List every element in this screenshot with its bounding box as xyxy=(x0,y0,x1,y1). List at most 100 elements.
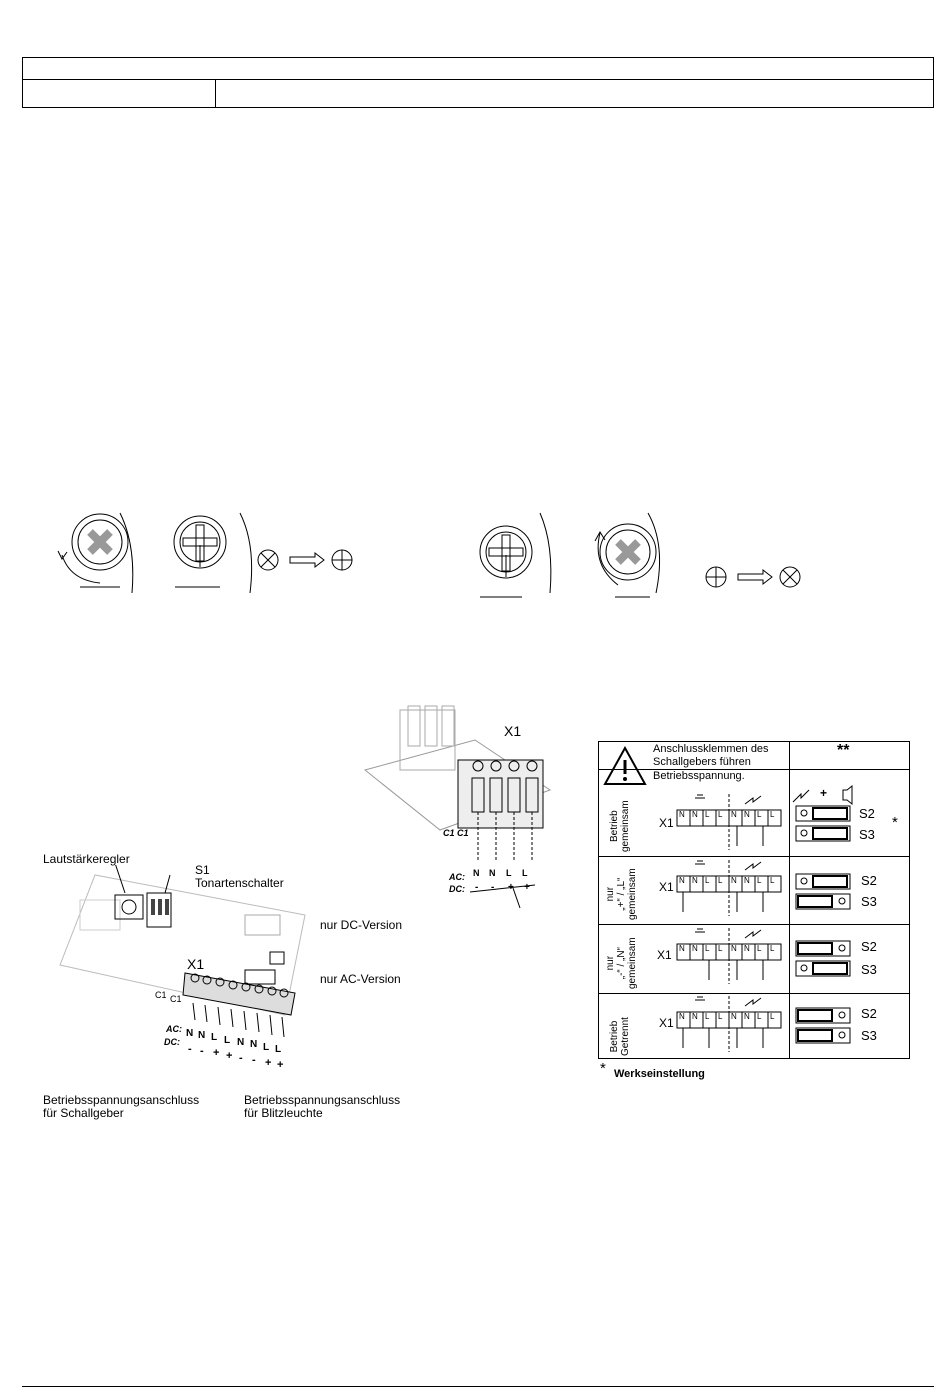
header-double-star: ** xyxy=(837,742,850,759)
terminal-ac-0: N xyxy=(473,868,480,878)
flash-plus-sound: + xyxy=(820,786,828,800)
board-c1-label-a: C1 xyxy=(155,990,167,1000)
row-1-label-1: nur xyxy=(605,886,616,902)
wiring-table-divider xyxy=(789,742,790,1058)
t2-5: N xyxy=(744,944,750,953)
terminal-dc-3: + xyxy=(524,882,530,893)
row-0-s2: S2 xyxy=(859,806,875,821)
row-1-terminal-strip xyxy=(676,860,782,916)
board-dc-1: - xyxy=(200,1045,204,1057)
row-1-label-3: gemeinsam xyxy=(627,868,638,920)
board-dc-label: DC: xyxy=(164,1037,180,1047)
bottom-rule xyxy=(22,1386,934,1387)
board-ac-2: L xyxy=(211,1032,218,1043)
row-sep-2 xyxy=(599,924,909,925)
t1-7: L xyxy=(770,876,775,885)
t1-3: L xyxy=(718,876,723,885)
t1-4: N xyxy=(731,876,737,885)
header-cell-right xyxy=(215,79,934,108)
mounting-illustration-unlock xyxy=(479,512,801,598)
row-0-x1: X1 xyxy=(659,816,674,830)
t1-5: N xyxy=(744,876,750,885)
terminal-dc-label: DC: xyxy=(449,884,465,894)
row-0-terminal-strip xyxy=(676,794,782,850)
terminal-ac-3: L xyxy=(522,868,528,878)
t1-0: N xyxy=(679,876,685,885)
row-3-label-2: Getrennt xyxy=(620,1017,631,1056)
header-table xyxy=(22,57,934,108)
terminal-ac-2: L xyxy=(506,868,512,878)
terminal-dc-2: + xyxy=(508,882,514,893)
row-2-label-3: gemeinsam xyxy=(627,937,638,989)
s1-label: S1 xyxy=(195,863,210,877)
board-c1-label-b: C1 xyxy=(170,994,182,1004)
t2-0: N xyxy=(679,944,685,953)
row-0-label-1: Betrieb xyxy=(609,810,620,842)
warning-text-3: Betriebsspannung. xyxy=(653,770,745,782)
row-1-jumpers xyxy=(795,873,851,910)
board-dc-3: + xyxy=(226,1050,233,1062)
terminal-ac-label: AC: xyxy=(449,872,465,882)
warning-text-2: Schallgebers führen xyxy=(653,756,751,768)
terminal-dc-0: - xyxy=(475,882,479,893)
row-3-jumpers xyxy=(795,1007,851,1044)
flash-and-sound-icon xyxy=(792,784,853,806)
warning-text-1: Anschlussklemmen des xyxy=(653,743,769,755)
board-dc-4: - xyxy=(239,1052,243,1064)
row-0-jumpers xyxy=(795,805,851,842)
t3-7: L xyxy=(770,1012,775,1021)
board-dc-5: - xyxy=(252,1054,256,1066)
row-2-x1: X1 xyxy=(657,948,672,962)
t0-0: N xyxy=(679,810,685,819)
terminal-block-illustration xyxy=(363,705,552,909)
header-cell-top xyxy=(22,57,934,80)
t1-1: N xyxy=(692,876,698,885)
t2-1: N xyxy=(692,944,698,953)
t2-7: L xyxy=(770,944,775,953)
t3-5: N xyxy=(744,1012,750,1021)
t2-6: L xyxy=(757,944,762,953)
tone-switch-label: Tonartenschalter xyxy=(195,876,284,890)
row-3-x1: X1 xyxy=(659,1016,674,1030)
board-ac-6: L xyxy=(263,1042,270,1053)
board-ac-0: N xyxy=(186,1028,194,1039)
mounting-illustration-lock xyxy=(57,512,353,594)
row-sep-3 xyxy=(599,993,909,994)
t3-2: L xyxy=(705,1012,710,1021)
row-1-label: nur „+“ / „L“ gemeinsam xyxy=(605,868,638,920)
row-3-terminal-strip xyxy=(676,996,782,1052)
board-x1-label: X1 xyxy=(187,956,205,972)
t3-0: N xyxy=(679,1012,685,1021)
board-ac-4: N xyxy=(237,1037,245,1048)
board-dc-2: + xyxy=(213,1047,220,1059)
terminal-c1-label: C1 C1 xyxy=(443,828,469,838)
t2-3: L xyxy=(718,944,723,953)
board-ac-3: L xyxy=(224,1035,231,1046)
ac-version-label: nur AC-Version xyxy=(320,972,401,986)
board-dc-0: - xyxy=(188,1043,192,1055)
sounder-supply-label-2: für Schallgeber xyxy=(43,1106,124,1120)
locked-to-unlocked-symbol xyxy=(257,549,353,571)
row-1-label-2: „+“ / „L“ xyxy=(616,877,627,911)
row-2-terminal-strip xyxy=(676,928,782,984)
footnote-text: Werkseinstellung xyxy=(614,1068,705,1080)
t3-3: L xyxy=(718,1012,723,1021)
unlocked-to-locked-symbol xyxy=(705,566,801,588)
t0-2: L xyxy=(705,810,710,819)
t1-2: L xyxy=(705,876,710,885)
board-dc-6: + xyxy=(265,1057,272,1069)
row-0-s3: S3 xyxy=(859,827,875,842)
board-ac-1: N xyxy=(198,1030,206,1041)
sounder-supply-label-1: Betriebsspannungsanschluss xyxy=(43,1093,200,1107)
row-sep-0 xyxy=(599,769,909,770)
header-cell-left xyxy=(22,79,216,108)
t0-1: N xyxy=(692,810,698,819)
row-2-s3: S3 xyxy=(861,962,877,977)
t2-4: N xyxy=(731,944,737,953)
t3-1: N xyxy=(692,1012,698,1021)
row-1-s3: S3 xyxy=(861,894,877,909)
row-2-label-2: „-“ / „N“ xyxy=(616,947,627,980)
board-dc-7: + xyxy=(277,1059,284,1071)
t3-4: N xyxy=(731,1012,737,1021)
row-sep-1 xyxy=(599,856,909,857)
